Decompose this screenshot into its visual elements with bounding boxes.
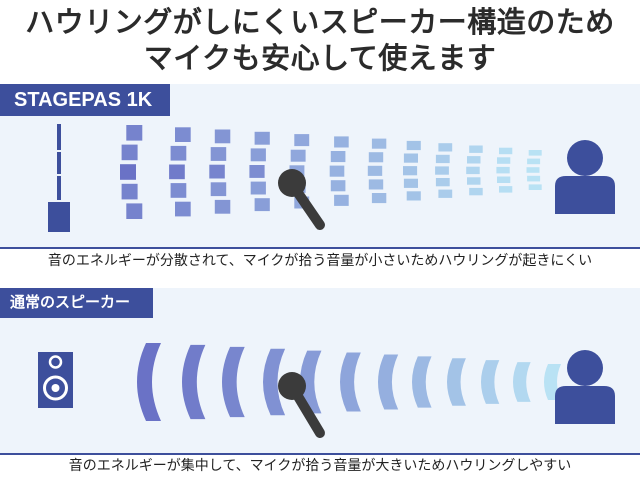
wave-segment	[497, 177, 510, 184]
wave-arc	[481, 360, 499, 404]
wave-segment	[255, 132, 270, 145]
wave-segment	[331, 151, 346, 162]
wave-arc	[378, 354, 398, 409]
wave-arc	[340, 353, 361, 412]
wave-segment	[527, 176, 540, 182]
wave-segment	[403, 166, 417, 175]
wave-segment	[369, 152, 383, 162]
wave-segment	[251, 148, 266, 161]
wave-segment	[126, 203, 142, 219]
wave-segment	[126, 125, 142, 141]
wave-segment	[120, 164, 136, 180]
wave-segment	[175, 127, 191, 142]
wave-segment	[122, 145, 138, 161]
wave-segment	[291, 150, 306, 162]
wave-segment	[175, 202, 191, 217]
wave-segment	[211, 182, 227, 196]
wave-segment	[497, 157, 510, 164]
wave-segment	[438, 190, 452, 198]
column-speaker-icon	[48, 124, 70, 232]
wave-segment	[368, 166, 382, 176]
wave-segment	[438, 143, 452, 151]
wave-segment	[369, 179, 383, 189]
wave-segment	[171, 146, 187, 161]
wave-segment	[251, 182, 266, 195]
wave-segment	[249, 165, 264, 178]
wave-segment	[372, 139, 386, 149]
wave-arc	[182, 345, 205, 419]
wave-segment	[499, 186, 512, 193]
wave-arc	[513, 362, 531, 402]
wave-arc	[412, 356, 432, 407]
wave-arc	[222, 347, 245, 417]
wave-segment	[255, 198, 270, 211]
wave-segment	[469, 146, 483, 153]
wave-segment	[331, 180, 346, 191]
wave-segment	[436, 178, 450, 186]
wave-arc	[137, 343, 161, 421]
wave-segment	[330, 166, 345, 177]
wave-segment	[436, 155, 450, 163]
person-icon	[555, 140, 615, 214]
sound-wave-icon	[120, 125, 542, 219]
sound-wave-icon	[137, 343, 561, 421]
wave-segment	[529, 184, 542, 190]
wave-segment	[404, 179, 418, 188]
wave-segment	[466, 167, 480, 174]
wave-segment	[215, 200, 231, 214]
wave-segment	[469, 188, 483, 195]
wave-segment	[404, 154, 418, 163]
wave-segment	[294, 134, 309, 146]
wave-segment	[407, 191, 421, 200]
wave-segment	[171, 183, 187, 198]
person-icon	[555, 350, 615, 424]
wave-segment	[467, 177, 481, 184]
wave-segment	[372, 193, 386, 203]
wave-segment	[334, 195, 349, 206]
wave-segment	[435, 166, 449, 174]
wave-segment	[334, 136, 349, 147]
wave-segment	[211, 147, 227, 161]
wave-segment	[169, 165, 185, 180]
wave-segment	[215, 130, 231, 144]
wave-segment	[527, 167, 540, 173]
wave-segment	[467, 156, 481, 163]
wave-segment	[209, 165, 225, 179]
wave-segment	[499, 148, 512, 155]
wave-segment	[122, 184, 138, 200]
wave-arc	[447, 358, 466, 405]
wave-segment	[496, 167, 509, 174]
wave-segment	[527, 159, 540, 165]
wave-segment	[529, 150, 542, 156]
microphone-icon	[278, 169, 320, 225]
wave-segment	[407, 141, 421, 150]
box-speaker-icon	[38, 352, 73, 408]
